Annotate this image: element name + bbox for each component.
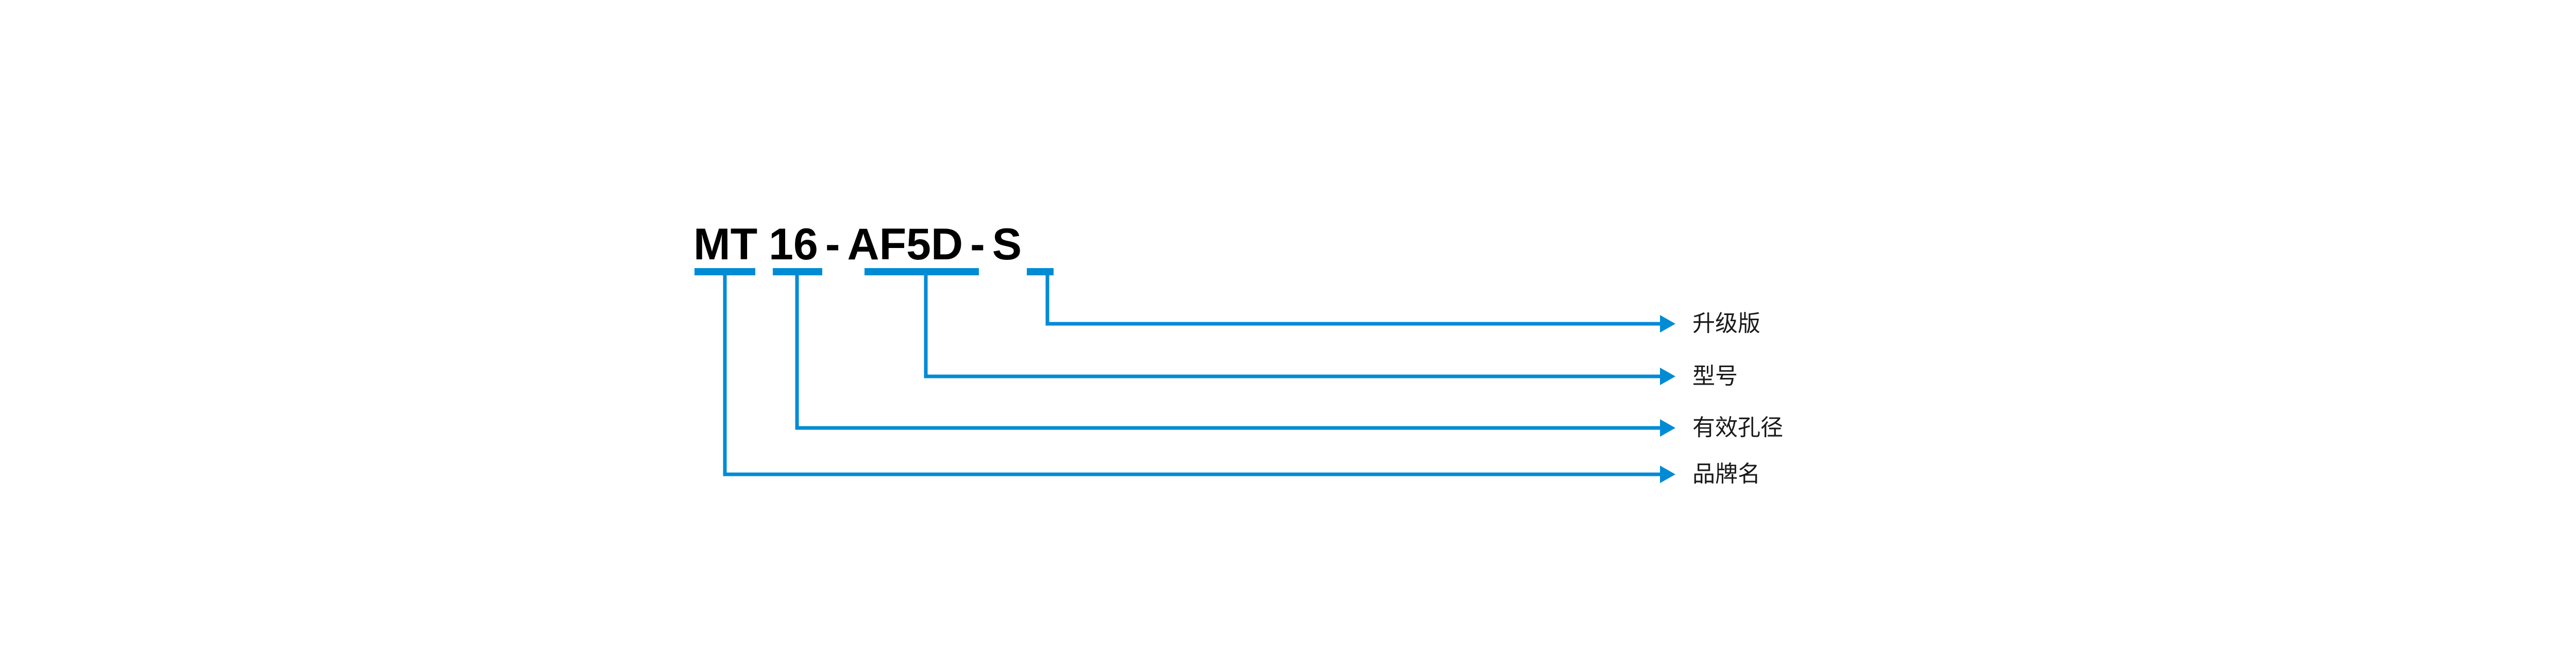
arrowhead-icon [1660, 315, 1675, 333]
model-segment-upgrade: S [992, 220, 1022, 269]
underline-bar-brand [694, 268, 755, 275]
callout-label-brand: 品牌名 [1692, 461, 1760, 487]
connector-upgrade [1045, 274, 1675, 333]
arrowhead-icon [1660, 466, 1675, 483]
separator-dash-1: - [825, 220, 840, 269]
model-segment-brand: MT [693, 220, 758, 269]
connector-brand [723, 274, 1675, 483]
arrowhead-icon [1660, 368, 1675, 385]
underline-bar-model [865, 268, 979, 275]
model-code-text: MT 16 - AF5D - S [693, 221, 1022, 268]
arrowhead-icon [1660, 419, 1675, 437]
model-segment-model: AF5D [847, 220, 963, 269]
connector-model [924, 274, 1675, 385]
underline-bar-upgrade [1027, 268, 1054, 275]
separator-dash-2: - [970, 220, 985, 269]
model-segment-aperture: 16 [769, 220, 818, 269]
connector-aperture [795, 274, 1675, 437]
callout-label-upgrade: 升级版 [1692, 311, 1760, 336]
callout-label-model: 型号 [1692, 363, 1738, 389]
callout-label-aperture: 有效孔径 [1692, 415, 1783, 440]
underline-bar-aperture [773, 268, 822, 275]
